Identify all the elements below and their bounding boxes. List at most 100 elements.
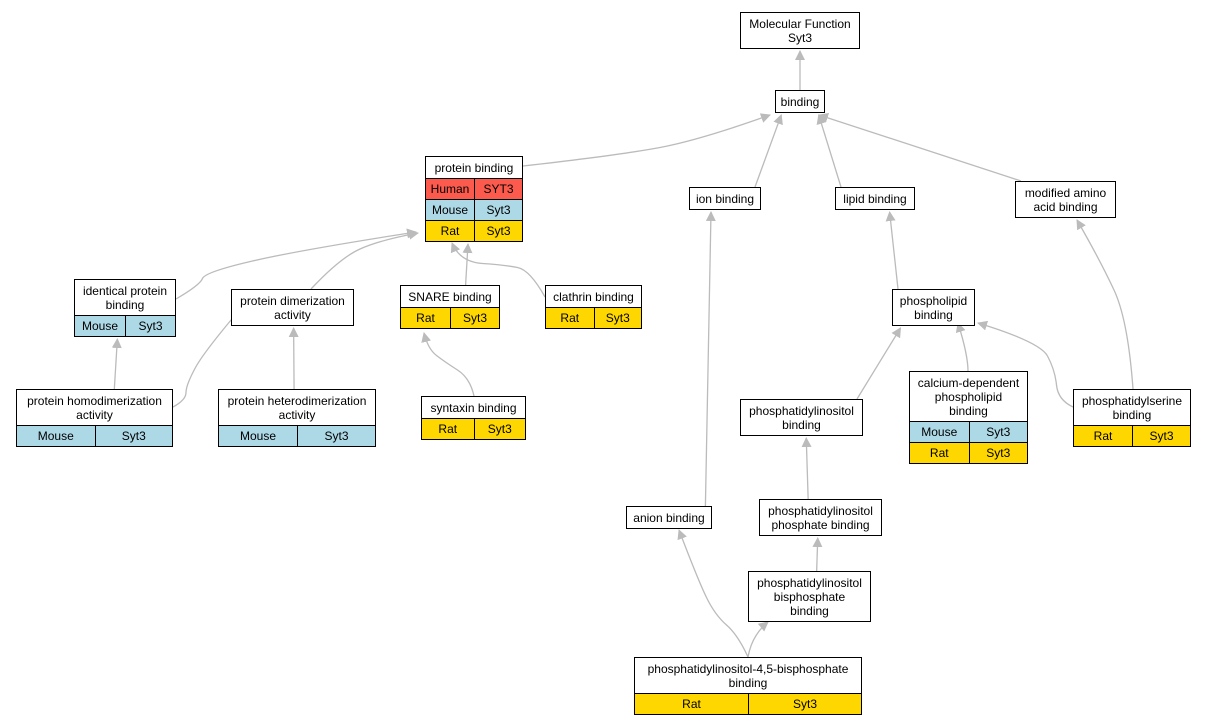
term-title: anion binding <box>633 510 705 525</box>
term-node-modified-amino-acid-binding[interactable]: modified amino acid binding <box>1015 181 1116 218</box>
gene-cell: Syt3 <box>125 316 175 336</box>
gene-cell: Syt3 <box>474 200 522 220</box>
annotation-row-mouse: Mouse Syt3 <box>17 425 172 446</box>
species-cell: Rat <box>560 311 580 325</box>
gene-cell: SYT3 <box>474 179 522 199</box>
edge-pip2_binding-to-anion_binding <box>677 529 749 658</box>
term-title: protein binding <box>434 160 514 175</box>
term-title: phosphatidylserine binding <box>1081 393 1183 422</box>
term-title: phospholipid binding <box>899 293 968 322</box>
annotation-row-rat: Rat Syt3 <box>635 693 861 714</box>
term-node-binding[interactable]: binding <box>775 90 825 113</box>
term-title: Molecular Function Syt3 <box>749 16 851 45</box>
species-cell: Mouse <box>37 429 74 443</box>
species-cell: Mouse <box>431 203 469 217</box>
term-title: binding <box>780 94 820 109</box>
edge-identical_protein_binding-to-protein_binding <box>175 228 417 300</box>
annotation-row-mouse: Mouse Syt3 <box>75 315 175 336</box>
term-node-ion-binding[interactable]: ion binding <box>689 187 761 210</box>
term-node-molecular-function[interactable]: Molecular Function Syt3 <box>740 12 860 49</box>
edge-protein_homodimerization_activity-to-protein_dimerization_activity <box>172 299 249 408</box>
edge-phosphatidylinositol_phosphate_binding-to-phosphatidylinositol_binding <box>801 437 812 500</box>
species-cell: Rat <box>682 697 701 711</box>
term-node-protein-dimerization-activity[interactable]: protein dimerization activity <box>231 289 354 326</box>
edge-phosphatidylserine_binding-to-modified_amino_acid_binding <box>1076 219 1134 390</box>
gene-cell: Syt3 <box>968 443 1028 463</box>
annotation-row-rat: Rat Syt3 <box>426 220 522 241</box>
gene-cell: Syt3 <box>474 221 522 241</box>
species-cell: Rat <box>1093 429 1113 443</box>
term-title: phosphatidylinositol phosphate binding <box>768 503 873 532</box>
gene-cell: Syt3 <box>473 419 526 439</box>
term-title: SNARE binding <box>408 289 492 304</box>
annotation-row-rat: Rat Syt3 <box>401 307 499 328</box>
species-cell: Rat <box>440 224 460 238</box>
edge-protein_binding-to-binding <box>522 113 771 167</box>
gene-cell: Syt3 <box>1132 426 1190 446</box>
gene-cell: Syt3 <box>297 426 375 446</box>
term-title: ion binding <box>695 191 755 206</box>
edge-lipid_binding-to-binding <box>816 114 842 188</box>
edge-clathrin_binding-to-protein_binding <box>450 242 546 298</box>
species-cell: Mouse <box>239 429 277 443</box>
species-cell: Mouse <box>81 319 119 333</box>
annotation-row-human: Human SYT3 <box>426 178 522 199</box>
gene-cell: Syt3 <box>968 422 1028 442</box>
term-node-phosphatidylinositol-bisphosphate-binding[interactable]: phosphatidylinositol bisphosphate bindin… <box>748 571 871 622</box>
edge-phospholipid_binding-to-lipid_binding <box>885 211 899 290</box>
species-cell: Rat <box>438 422 458 436</box>
edge-ion_binding-to-binding <box>754 114 783 188</box>
edge-calcium_dependent_phospholipid_binding-to-phospholipid_binding <box>955 322 969 372</box>
edge-protein_homodimerization_activity-to-identical_protein_binding <box>111 338 122 390</box>
term-title: protein homodimerization activity <box>27 393 162 422</box>
species-cell: Rat <box>416 311 435 325</box>
edge-anion_binding-to-ion_binding <box>704 211 716 507</box>
edge-phosphatidylserine_binding-to-phospholipid_binding <box>977 320 1074 408</box>
annotation-row-mouse: Mouse Syt3 <box>426 199 522 220</box>
edge-modified_amino_acid_binding-to-binding <box>818 113 1022 182</box>
term-node-lipid-binding[interactable]: lipid binding <box>835 187 915 210</box>
term-title: identical protein binding <box>82 283 168 312</box>
annotation-row-rat: Rat Syt3 <box>1074 425 1190 446</box>
edge-syntaxin_binding-to-snare_binding <box>421 332 475 397</box>
term-node-phosphatidylinositol-binding[interactable]: phosphatidylinositol binding <box>740 399 863 436</box>
annotation-row-mouse: Mouse Syt3 <box>219 425 375 446</box>
term-title: phosphatidylinositol bisphosphate bindin… <box>757 575 862 618</box>
species-cell: Mouse <box>921 425 958 439</box>
species-cell: Rat <box>929 446 949 460</box>
term-title: phosphatidylinositol-4,5-bisphosphate bi… <box>647 661 849 690</box>
term-title: phosphatidylinositol binding <box>749 403 854 432</box>
gene-cell: Syt3 <box>593 308 642 328</box>
edge-phosphatidylinositol_bisphosphate_binding-to-phosphatidylinositol_phosphate_binding <box>812 537 823 572</box>
term-title: modified amino acid binding <box>1024 185 1107 214</box>
term-node-anion-binding[interactable]: anion binding <box>626 506 712 529</box>
term-title: clathrin binding <box>553 289 634 304</box>
annotation-row-rat: Rat Syt3 <box>422 418 525 439</box>
species-cell: Human <box>430 182 470 196</box>
edge-pip2_binding-to-phosphatidylinositol_bisphosphate_binding <box>747 621 769 658</box>
edge-protein_dimerization_activity-to-protein_binding <box>310 229 419 290</box>
gene-cell: Syt3 <box>94 426 173 446</box>
term-title: calcium-dependent phospholipid binding <box>917 375 1020 418</box>
term-node-phosphatidylinositol-phosphate-binding[interactable]: phosphatidylinositol phosphate binding <box>759 499 882 536</box>
term-node-phospholipid-binding[interactable]: phospholipid binding <box>892 289 975 326</box>
edge-phosphatidylinositol_binding-to-phospholipid_binding <box>856 327 902 400</box>
edge-snare_binding-to-protein_binding <box>462 243 473 286</box>
term-node-pip2-binding[interactable]: phosphatidylinositol-4,5-bisphosphate bi… <box>634 657 862 715</box>
gene-cell: Syt3 <box>450 308 499 328</box>
term-title: protein dimerization activity <box>240 293 345 322</box>
term-title: lipid binding <box>843 191 907 206</box>
annotation-row-rat: Rat Syt3 <box>910 442 1027 463</box>
gene-cell: Syt3 <box>748 694 861 714</box>
